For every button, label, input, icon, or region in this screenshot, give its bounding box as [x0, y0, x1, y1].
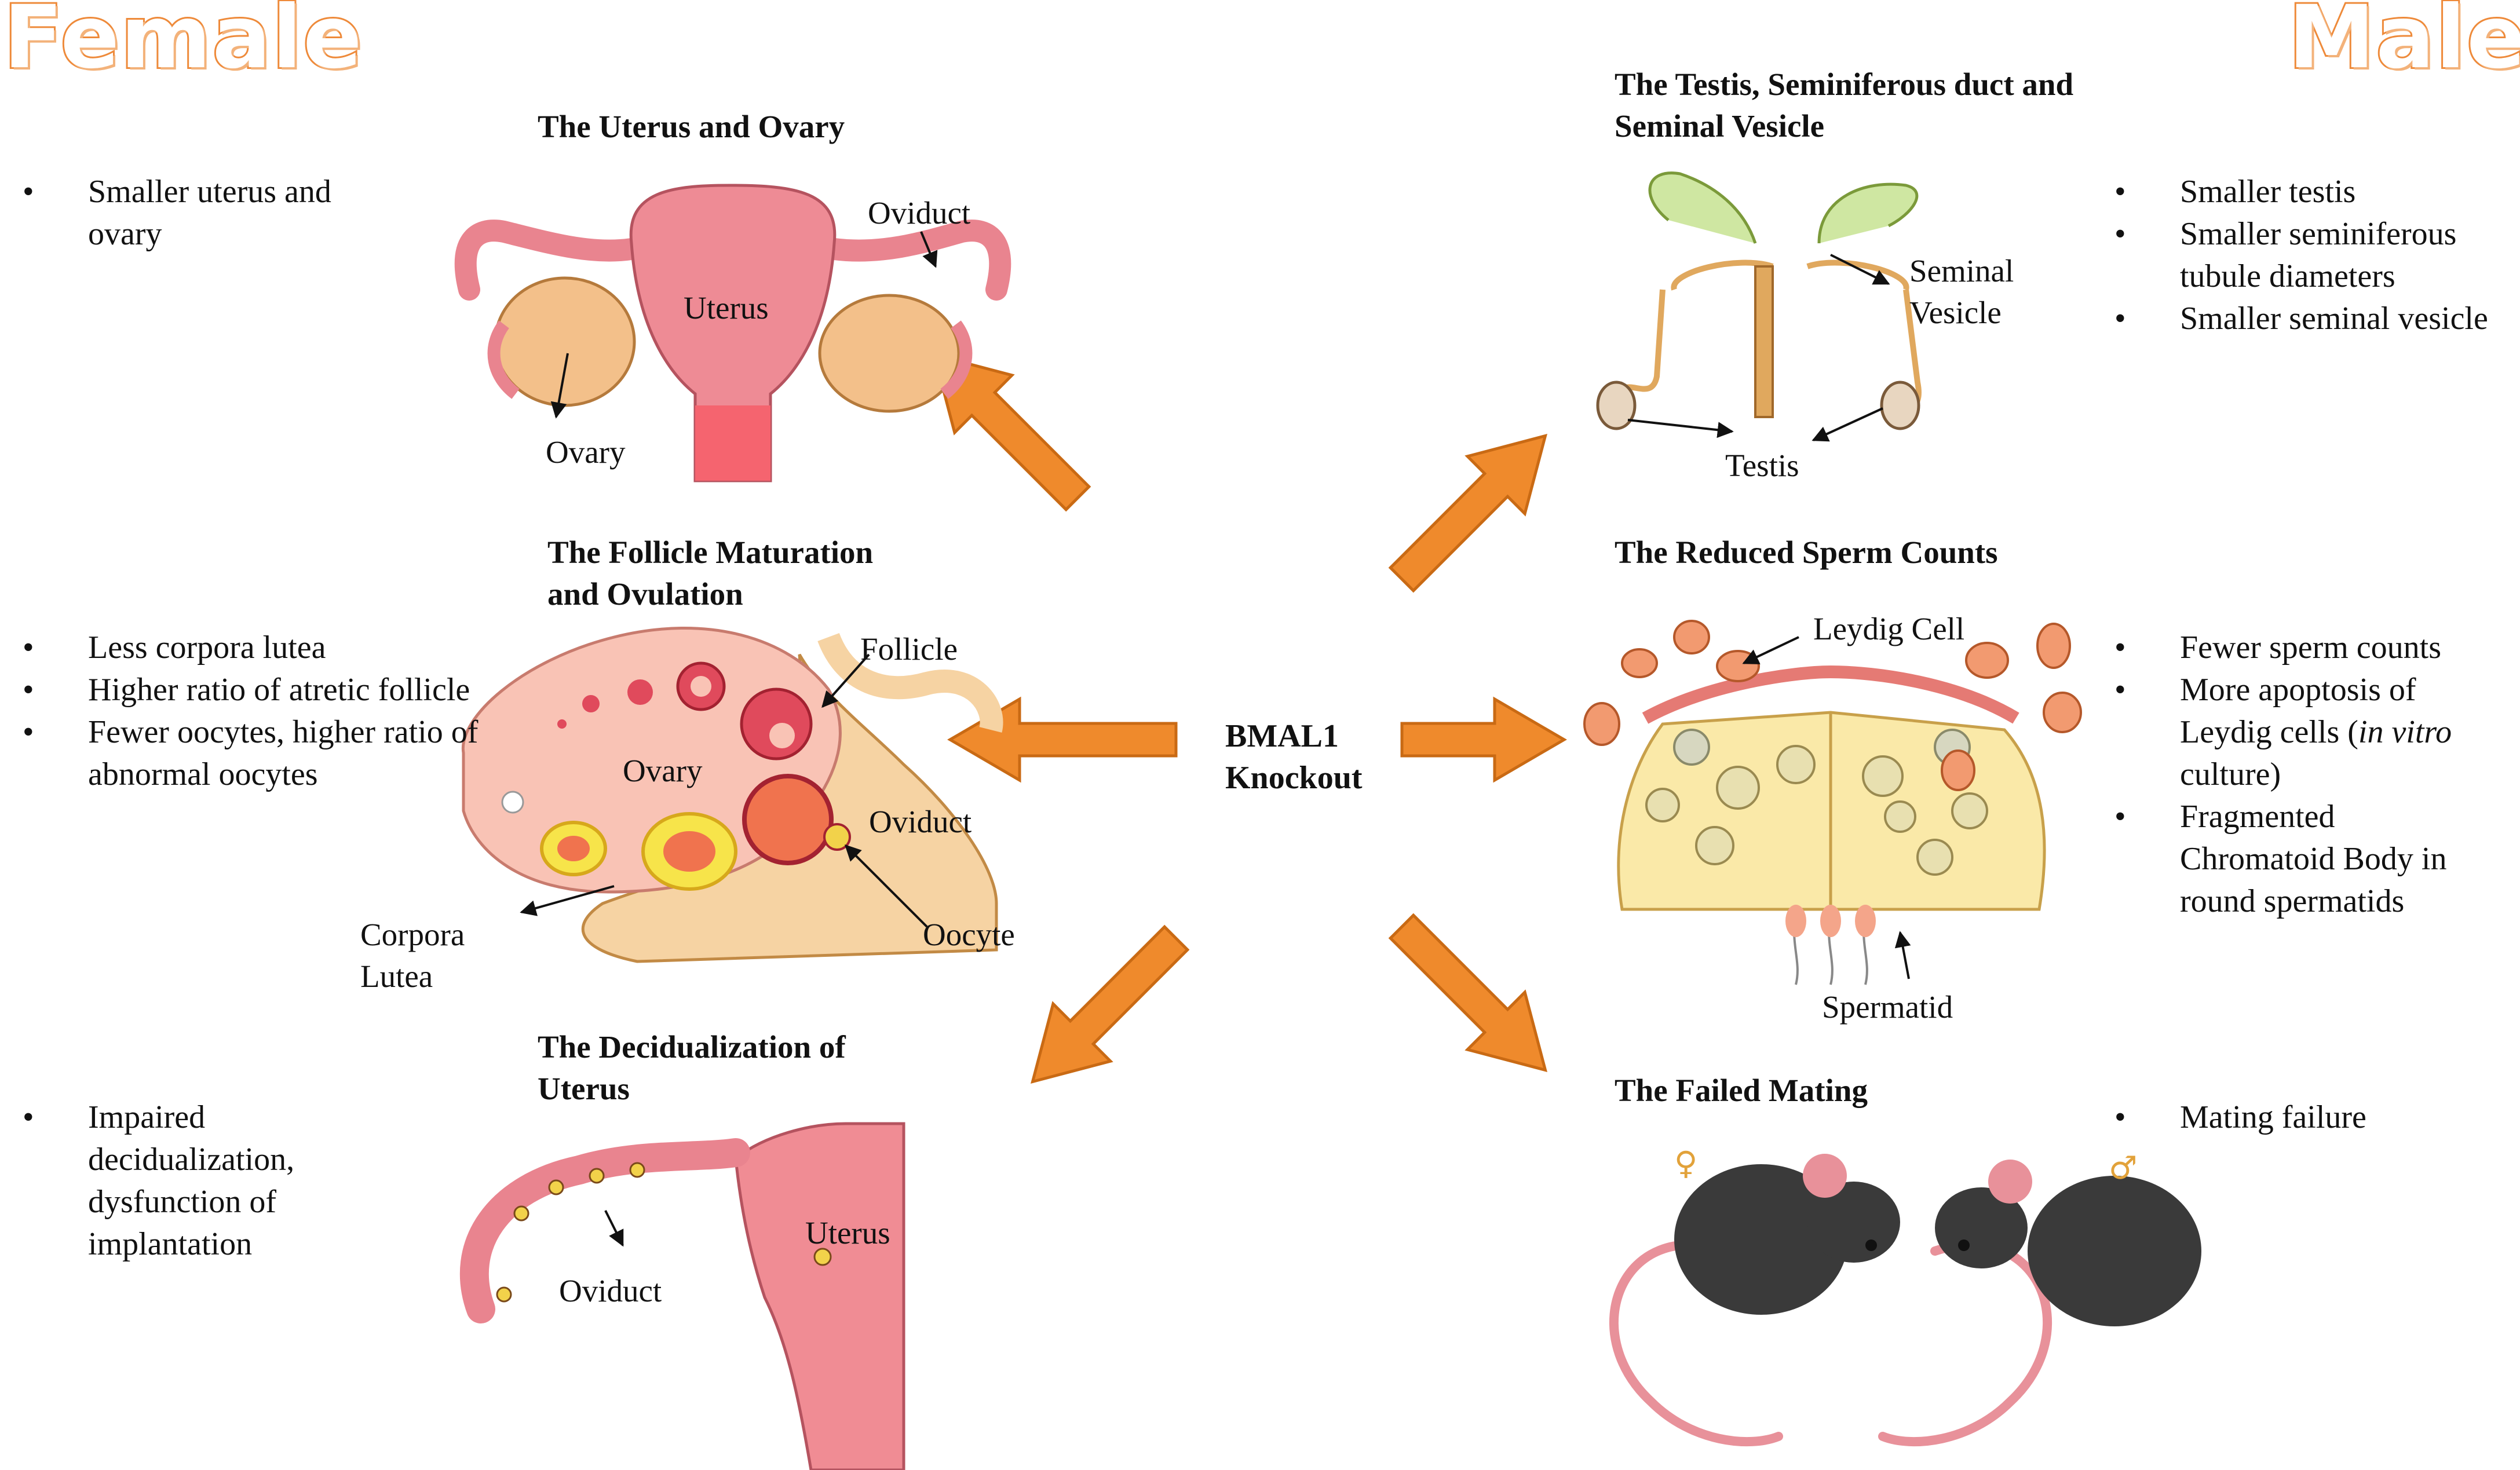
male-header: Male [2287, 0, 2520, 90]
bullet-item: •Fewer sperm counts [2114, 630, 2442, 665]
decidualization-title: The Decidualization of Uterus [538, 1029, 846, 1106]
arrow-down-right [1388, 913, 1547, 1072]
arrow-up-right [1388, 434, 1547, 593]
decidualization-illustration [459, 1122, 905, 1470]
male-symbol: ♂ [2109, 1149, 2138, 1186]
bullet-item: •Higher ratio of atretic follicle [23, 672, 470, 708]
decidualization-bullets: •Impaired decidualization, dysfunction o… [23, 1096, 366, 1266]
testis-bullets: •Smaller testis •Smaller seminiferous tu… [2114, 171, 2516, 340]
bullet-item: •Smaller seminiferous tubule diameters [2114, 216, 2457, 294]
bullet-item: •Mating failure [2114, 1099, 2366, 1135]
oviduct-label-3: Oviduct [559, 1273, 662, 1308]
bmal1-knockout-label: BMAL1 Knockout [1225, 718, 1363, 796]
arrow-up-left [932, 353, 1091, 512]
bullet-item: •Smaller testis [2114, 174, 2356, 210]
arrow-down-left [1031, 924, 1190, 1084]
ovary-label-2: Ovary [623, 753, 703, 788]
spermatid-label: Spermatid [1822, 989, 1953, 1025]
follicle-label: Follicle [860, 631, 958, 667]
sperm-counts-title: The Reduced Sperm Counts [1615, 535, 1998, 570]
bullet-item: •Fragmented Chromatoid Body in round spe… [2114, 799, 2447, 919]
corpora-lutea-label: Corpora Lutea [360, 917, 465, 994]
follicle-bullets: •Less corpora lutea •Higher ratio of atr… [23, 627, 528, 796]
oviduct-label-1: Oviduct [868, 195, 971, 231]
uterus-ovary-illustration [454, 184, 1011, 482]
bullet-item: •Fewer oocytes, higher ratio of abnormal… [23, 714, 479, 792]
seminal-vesicle-label: Seminal Vesicle [1909, 253, 2014, 330]
bullet-item: •Smaller uterus and ovary [23, 174, 331, 252]
testis-label: Testis [1725, 448, 1799, 483]
bullet-item: •Impaired decidualization, dysfunction o… [23, 1099, 295, 1262]
uterus-ovary-bullets: •Smaller uterus and ovary [23, 171, 412, 255]
bullet-item: •More apoptosis of Leydig cells (in vitr… [2114, 672, 2452, 792]
oocyte-label: Oocyte [923, 917, 1015, 952]
leydig-cell-label: Leydig Cell [1813, 611, 1965, 646]
follicle-title: The Follicle Maturation and Ovulation [547, 535, 874, 612]
mating-bullets: •Mating failure [2114, 1096, 2493, 1139]
bullet-item: •Smaller seminal vesicle [2114, 301, 2488, 337]
testis-title: The Testis, Seminiferous duct and Semina… [1615, 67, 2074, 144]
uterus-label-2: Uterus [805, 1215, 890, 1250]
sperm-bullets: •Fewer sperm counts •More apoptosis of L… [2114, 627, 2493, 923]
bullet-item: •Less corpora lutea [23, 630, 326, 665]
testis-illustration [1596, 171, 1922, 442]
female-symbol: ♀ [1674, 1144, 1698, 1182]
uterus-label-1: Uterus [684, 290, 769, 326]
mice-illustration [1609, 1154, 2201, 1447]
ovary-label-1: Ovary [546, 434, 626, 470]
follicle-illustration [461, 627, 1003, 963]
oviduct-label-2: Oviduct [869, 804, 972, 839]
arrow-right [1400, 696, 1567, 783]
sperm-illustration [1583, 620, 2082, 985]
female-header: Female [2, 0, 364, 90]
failed-mating-title: The Failed Mating [1615, 1073, 1868, 1108]
uterus-ovary-title: The Uterus and Ovary [538, 109, 845, 144]
